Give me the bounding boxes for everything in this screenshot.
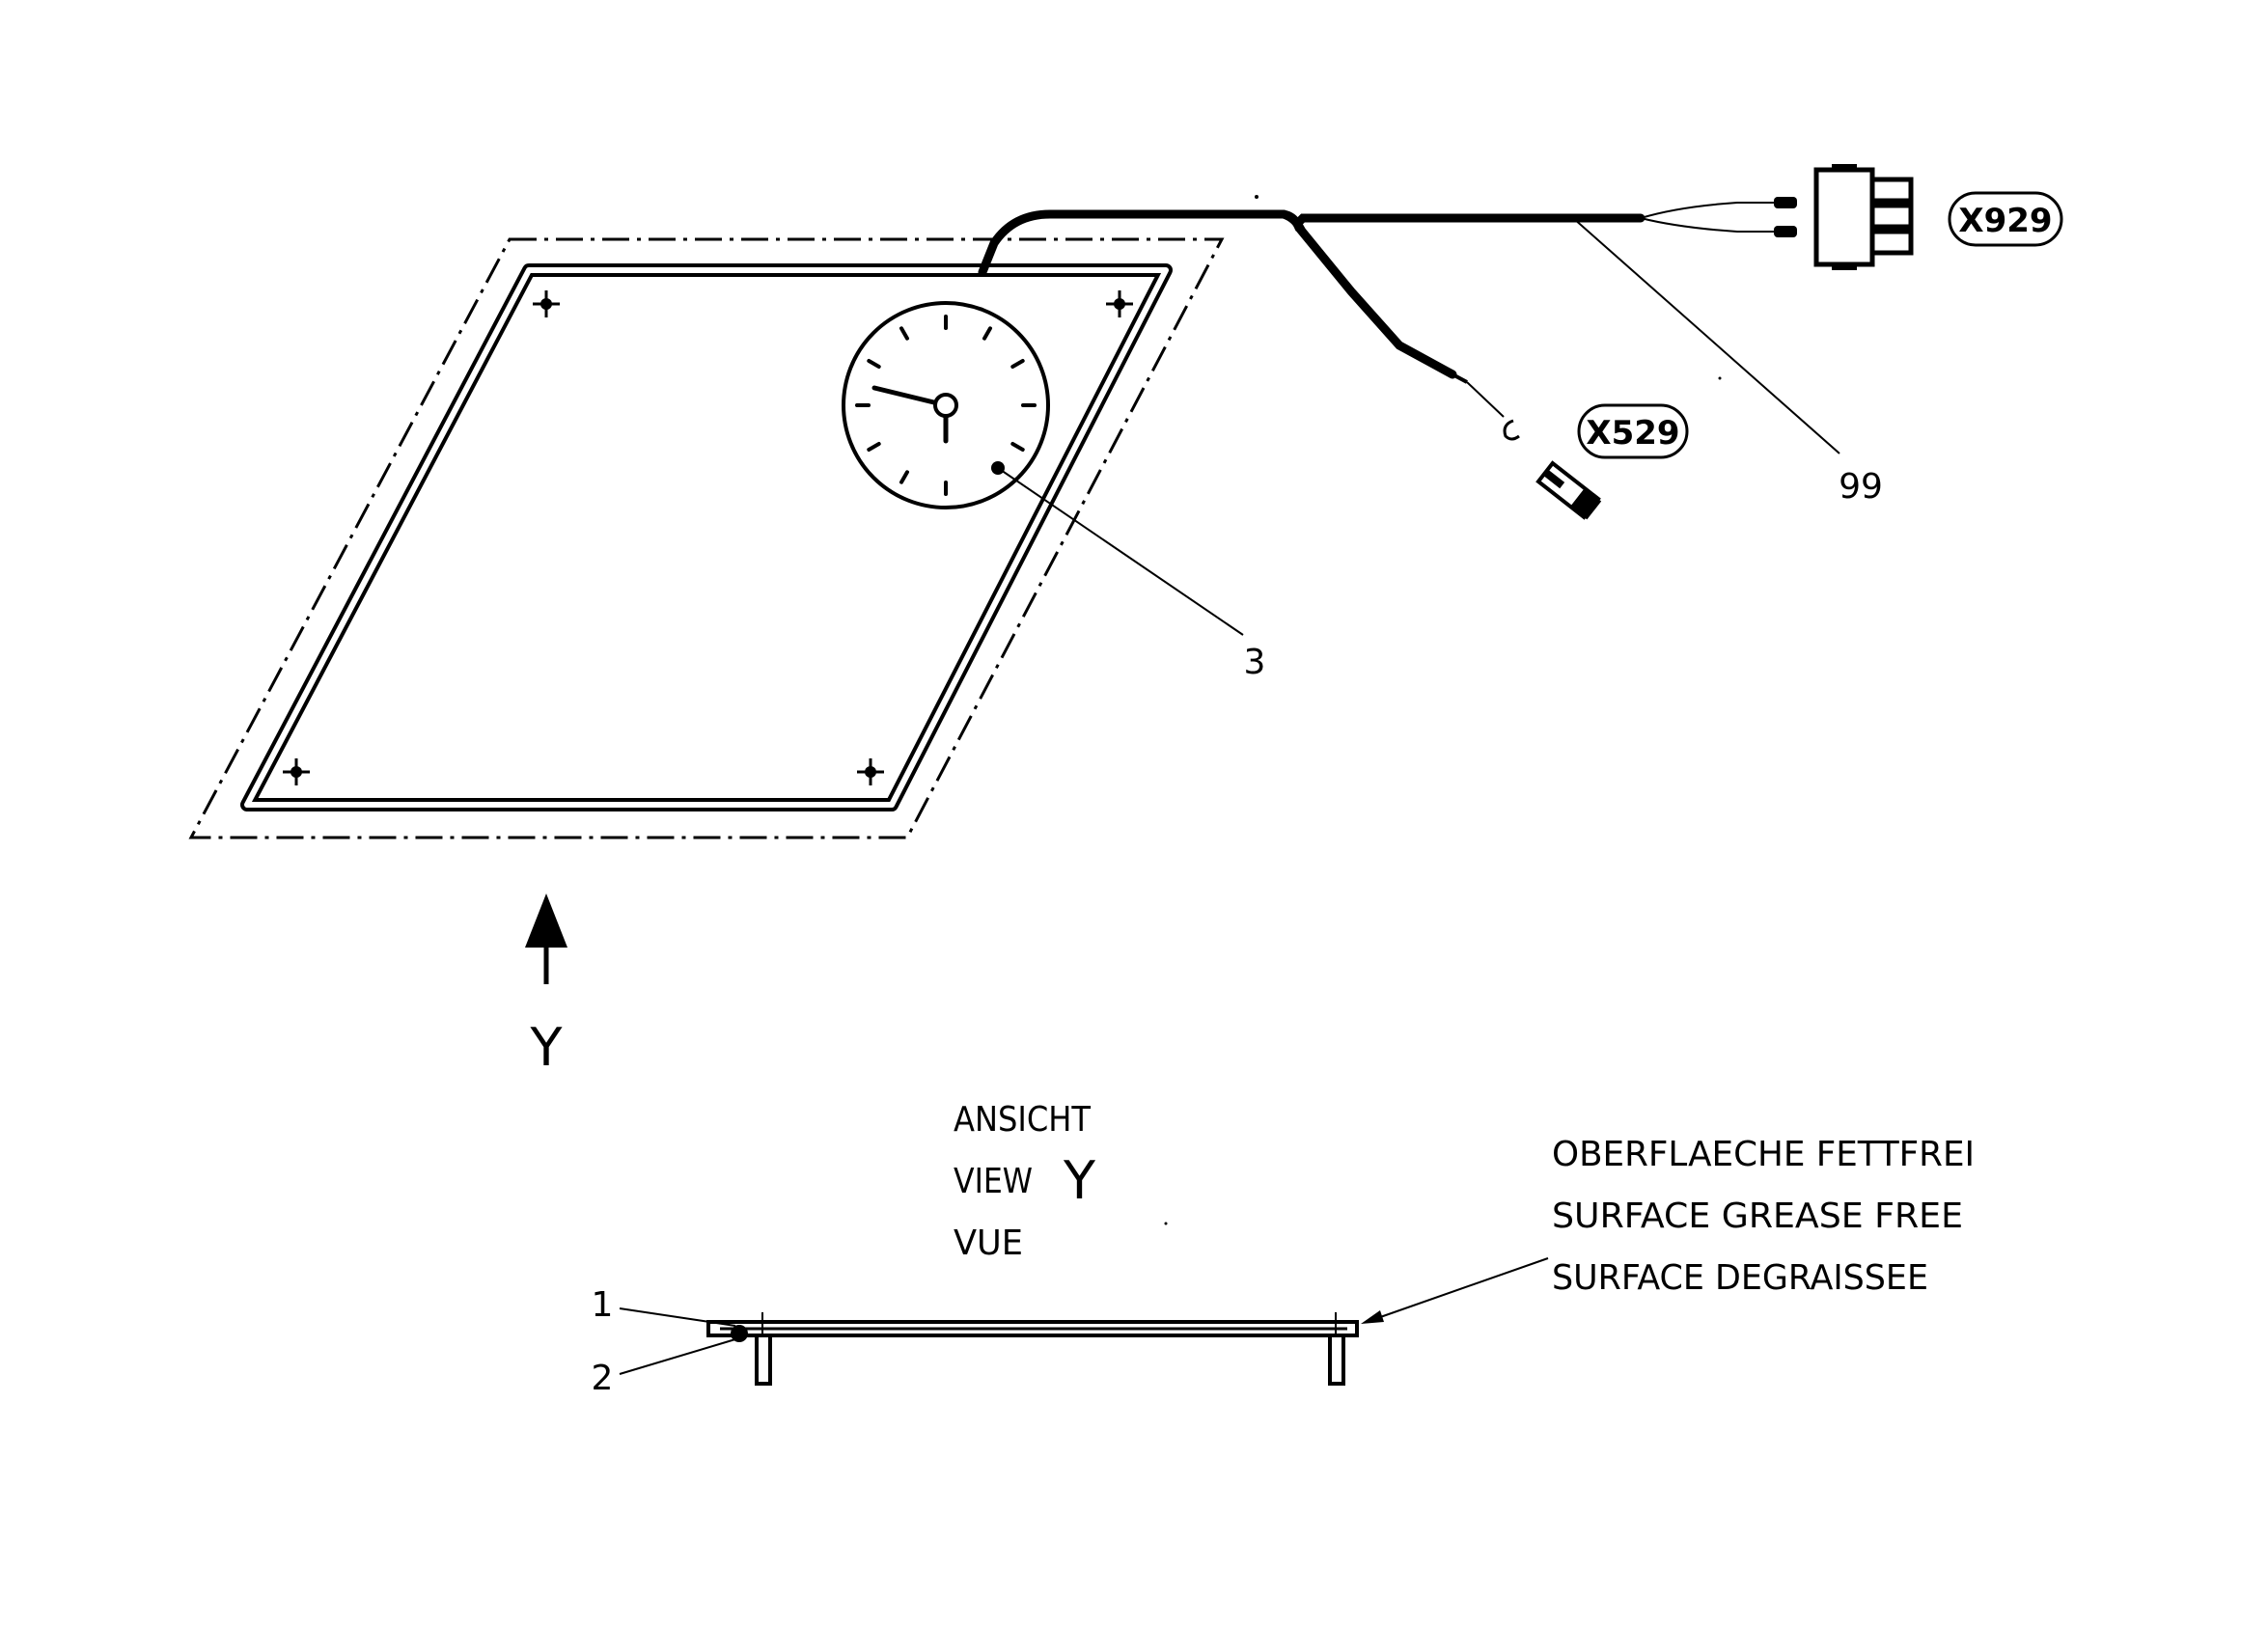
dial-tick [1010, 442, 1025, 452]
view-caption-line2: VIEW [954, 1162, 1033, 1201]
fastener-bottom-left [283, 758, 310, 785]
x529-tag: X529 [1577, 403, 1689, 459]
svg-text:X929: X929 [1958, 202, 2052, 240]
side-view-stud-right [1328, 1334, 1345, 1386]
x929-pin-upper [1774, 197, 1797, 208]
fastener-top-right [1106, 290, 1133, 317]
pad-plate-inner [244, 267, 1169, 808]
dial-center [933, 393, 958, 418]
x529-terminal [1503, 419, 1602, 520]
branch-cable-x529-wire [1466, 381, 1505, 418]
leader-surface-note-arrowhead [1361, 1310, 1384, 1324]
side-view-stud-left [755, 1334, 772, 1386]
callout-item-1: 1 [592, 1285, 614, 1325]
dial-tick [982, 326, 992, 341]
surface-note-line2: SURFACE GREASE FREE [1552, 1196, 1963, 1236]
callout-item-3: 3 [1244, 643, 1266, 682]
leader-item-3 [997, 467, 1244, 636]
side-view-edge-point [731, 1325, 748, 1342]
speck [1255, 195, 1258, 199]
view-marker-letter: Y [530, 1017, 564, 1078]
speck [1718, 376, 1722, 380]
dial-tick [899, 326, 909, 341]
leader-item-99 [1572, 217, 1840, 454]
thermostat-dial [842, 301, 1050, 509]
x929-pin-lower [1774, 226, 1797, 237]
branch-cable-x529 [1294, 223, 1457, 379]
dial-tick [899, 470, 909, 484]
view-caption-line3: VUE [954, 1224, 1023, 1263]
side-view-plate [706, 1312, 1359, 1337]
svg-text:X529: X529 [1586, 414, 1679, 453]
pad-dashed-outline [188, 237, 1225, 839]
dial-tick [867, 442, 881, 452]
surface-note-line1: OBERFLAECHE FETTFREI [1552, 1135, 1975, 1174]
dial-tick-marks [855, 315, 1037, 496]
view-caption-line1: ANSICHT [954, 1100, 1091, 1140]
callout-item-99: 99 [1839, 467, 1883, 507]
x929-wire-upper [1640, 202, 1776, 219]
surface-note-line3: SURFACE DEGRAISSEE [1552, 1258, 1928, 1298]
view-direction-arrow [525, 894, 567, 984]
dial-tick [1010, 359, 1025, 369]
leader-item-2 [619, 1338, 736, 1375]
leader-surface-note [1366, 1257, 1549, 1323]
branch-cable-x529-sleeve [1452, 372, 1468, 384]
x929-wire-lower [1640, 217, 1776, 233]
view-caption-letter: Y [1063, 1150, 1096, 1211]
fastener-top-left [533, 290, 560, 317]
x929-tag: X929 [1948, 191, 2063, 247]
fastener-bottom-right [857, 758, 884, 785]
speck [1164, 1222, 1168, 1225]
leader-item-1 [619, 1307, 736, 1327]
callout-item-2: 2 [592, 1359, 614, 1398]
dial-tick [867, 359, 881, 369]
x929-connector [1813, 164, 1914, 270]
